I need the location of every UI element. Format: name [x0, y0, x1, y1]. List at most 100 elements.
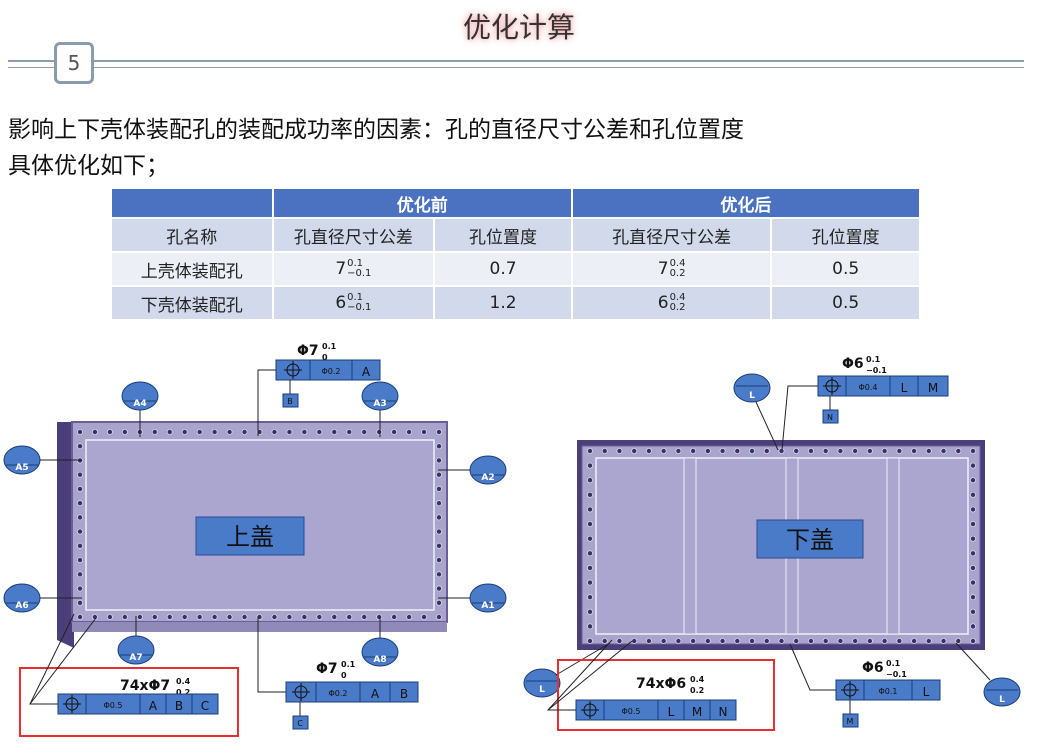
mounting-hole — [346, 428, 353, 435]
svg-text:A: A — [362, 365, 371, 379]
svg-text:0: 0 — [322, 353, 328, 362]
pos-before: 0.7 — [433, 251, 573, 287]
mounting-hole — [970, 462, 977, 469]
mounting-hole — [970, 623, 977, 630]
svg-text:−0.1: −0.1 — [866, 366, 887, 375]
mounting-hole — [226, 614, 233, 621]
col-pos-after: 孔位置度 — [770, 217, 921, 253]
mounting-hole — [587, 550, 594, 557]
mounting-hole — [77, 428, 84, 435]
header-rule — [8, 60, 1024, 68]
svg-text:0.2: 0.2 — [690, 686, 704, 695]
svg-text:Φ7: Φ7 — [297, 343, 319, 359]
mounting-hole — [136, 614, 143, 621]
mounting-hole — [435, 457, 442, 464]
pos-after: 0.5 — [770, 285, 921, 321]
mounting-hole — [106, 614, 113, 621]
mounting-hole — [616, 447, 623, 454]
mounting-hole — [631, 638, 638, 645]
svg-text:Φ6: Φ6 — [842, 356, 864, 372]
mounting-hole — [587, 608, 594, 615]
mounting-hole — [970, 608, 977, 615]
svg-text:A1: A1 — [481, 601, 494, 611]
datum-target-a8: A8 — [361, 616, 399, 667]
svg-text:A: A — [371, 687, 380, 701]
mounting-hole — [435, 443, 442, 450]
mounting-hole — [881, 447, 888, 454]
mounting-hole — [645, 638, 652, 645]
mounting-hole — [77, 500, 84, 507]
mounting-hole — [587, 579, 594, 586]
upper-main-fcf: 74xΦ7 0.4 0.2 Φ0.5 A B C — [19, 613, 239, 737]
mounting-hole — [970, 491, 977, 498]
mounting-hole — [421, 428, 428, 435]
mounting-hole — [955, 447, 962, 454]
pos-before: 1.2 — [433, 285, 573, 321]
mounting-hole — [271, 428, 278, 435]
mounting-hole — [587, 623, 594, 630]
svg-text:A8: A8 — [373, 655, 386, 665]
mounting-hole — [587, 506, 594, 513]
svg-text:0.1: 0.1 — [341, 660, 356, 669]
svg-text:A6: A6 — [15, 601, 28, 611]
mounting-hole — [925, 638, 932, 645]
mounting-hole — [286, 614, 293, 621]
datum-target-l-top: L — [733, 373, 779, 451]
mounting-hole — [837, 447, 844, 454]
mounting-hole — [211, 428, 218, 435]
mounting-hole — [690, 447, 697, 454]
mounting-hole — [106, 428, 113, 435]
svg-text:M: M — [928, 381, 938, 395]
mounting-hole — [925, 447, 932, 454]
intro-line-2: 具体优化如下； — [8, 153, 169, 179]
mounting-hole — [391, 614, 398, 621]
col-name: 孔名称 — [110, 217, 274, 253]
mounting-hole — [435, 557, 442, 564]
mounting-hole — [704, 447, 711, 454]
mounting-hole — [660, 447, 667, 454]
mounting-hole — [166, 614, 173, 621]
mounting-hole — [406, 614, 413, 621]
mounting-hole — [301, 428, 308, 435]
mounting-hole — [660, 638, 667, 645]
mounting-hole — [734, 447, 741, 454]
mounting-hole — [271, 614, 278, 621]
mounting-hole — [376, 614, 383, 621]
mounting-hole — [970, 638, 977, 645]
datum-target-a7: A7 — [117, 616, 155, 665]
svg-text:M: M — [847, 717, 854, 726]
mounting-hole — [346, 614, 353, 621]
svg-text:Φ0.5: Φ0.5 — [621, 707, 640, 716]
mounting-hole — [970, 594, 977, 601]
mounting-hole — [435, 571, 442, 578]
mounting-hole — [719, 638, 726, 645]
mounting-hole — [749, 447, 756, 454]
mounting-hole — [911, 447, 918, 454]
svg-text:C: C — [297, 719, 303, 728]
svg-text:B: B — [175, 699, 183, 713]
svg-text:Φ0.2: Φ0.2 — [321, 367, 340, 376]
mounting-hole — [970, 506, 977, 513]
mounting-hole — [316, 428, 323, 435]
svg-text:Φ7: Φ7 — [316, 661, 338, 677]
mounting-hole — [807, 638, 814, 645]
mounting-hole — [196, 614, 203, 621]
mounting-hole — [151, 428, 158, 435]
mounting-hole — [166, 428, 173, 435]
mounting-hole — [181, 614, 188, 621]
mounting-hole — [151, 614, 158, 621]
svg-text:A4: A4 — [133, 399, 146, 409]
svg-text:L: L — [923, 685, 930, 699]
row-name: 下壳体装配孔 — [110, 285, 274, 321]
upper-highlight-box — [19, 667, 239, 737]
mounting-hole — [793, 638, 800, 645]
mounting-hole — [361, 614, 368, 621]
svg-text:0.2: 0.2 — [176, 688, 190, 697]
mounting-hole — [77, 614, 84, 621]
mounting-hole — [940, 638, 947, 645]
svg-text:Φ6: Φ6 — [862, 660, 884, 676]
pos-after: 0.5 — [770, 251, 921, 287]
lower-bottom-fcf: Φ6 0.1 −0.1 Φ0.1 L M — [789, 643, 941, 728]
